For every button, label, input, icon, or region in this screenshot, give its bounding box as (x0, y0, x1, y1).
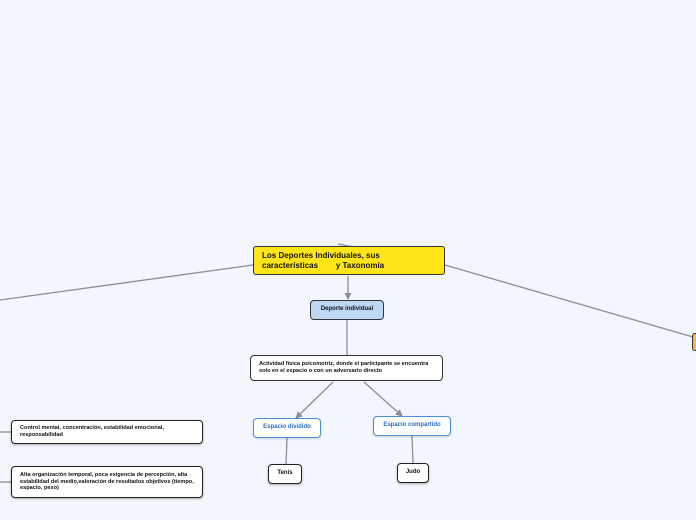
connector-definition-shared (363, 381, 403, 417)
example-label-tenis: Tenis (277, 470, 293, 477)
central-topic[interactable]: Los Deportes Individuales, sus caracterí… (253, 246, 445, 275)
main-topic-label: Deporte individual (320, 306, 374, 313)
connector-root-left (0, 264, 254, 301)
characteristic-text-1: Control mental, concentración, estabilid… (20, 425, 164, 438)
subtopic-label-divided: Espacio dividido (263, 424, 311, 431)
connector-definition-divided (295, 381, 334, 419)
subtopic-espacio-compartido[interactable]: Espacio compartido (373, 416, 451, 436)
example-tenis[interactable]: Tenis (268, 464, 302, 484)
characteristic-organizacion-temporal[interactable]: Alta organización temporal, poca exigenc… (11, 466, 203, 498)
example-judo[interactable]: Judo (397, 463, 429, 483)
subtopic-espacio-dividido[interactable]: Espacio dividido (253, 418, 321, 438)
connector-root-right (444, 264, 694, 338)
characteristic-control-mental[interactable]: Control mental, concentración, estabilid… (11, 420, 203, 444)
connector-divided-tenis (285, 437, 288, 465)
example-label-judo: Judo (405, 469, 421, 476)
connector-shared-judo (411, 435, 414, 464)
characteristic-text-2: Alta organización temporal, poca exigenc… (20, 471, 194, 492)
offscreen-topic-right[interactable] (692, 333, 696, 351)
definition-topic[interactable]: Actividad física psicomotriz, donde el p… (250, 355, 443, 381)
subtopic-label-shared: Espacio compartido (383, 422, 441, 429)
main-topic-deporte-individual[interactable]: Deporte individual (310, 300, 384, 320)
central-topic-line-2: características y Taxonomía (262, 260, 385, 270)
central-topic-line-1: Los Deportes Individuales, sus (262, 250, 380, 260)
definition-text: Actividad física psicomotriz, donde el p… (259, 361, 429, 374)
